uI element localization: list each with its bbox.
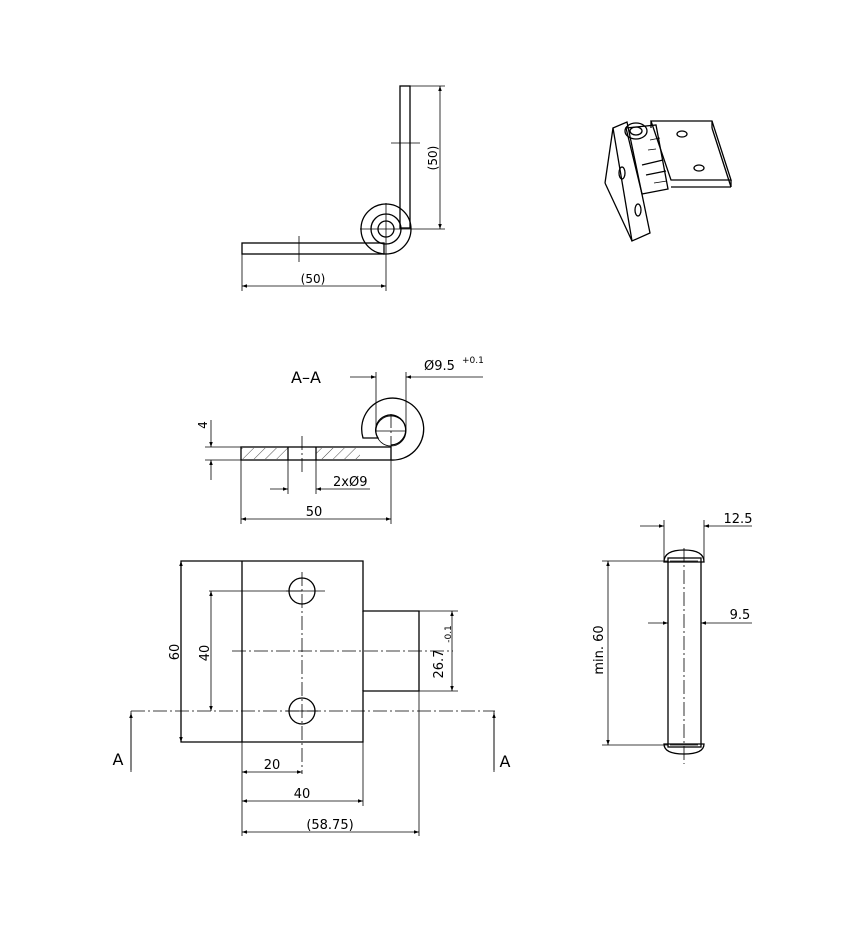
dim-overall: (58.75) [242, 691, 420, 836]
dim-pin-length: min. 60 [592, 560, 668, 746]
dim-bore-label: Ø9.5 [424, 359, 455, 374]
dim-knuckle-tol: -0.1 [444, 625, 454, 643]
dim-leaf-label: 40 [294, 787, 311, 802]
dim-width: 50 [240, 460, 392, 524]
plan-view: A A 60 40 26.7 -0.1 20 [113, 560, 511, 836]
section-title: A–A [291, 368, 321, 387]
dim-holes-label: 2xØ9 [333, 475, 367, 490]
dim-horizontal: (50) [241, 254, 387, 291]
dim-hole-offset: 20 [241, 742, 302, 836]
top-view: (50) (50) [241, 85, 445, 291]
cut-label-right: A [500, 752, 511, 771]
section-knuckle [361, 397, 425, 461]
dim-overall-label: (58.75) [306, 818, 353, 833]
dim-pin-shaft: 9.5 [648, 608, 752, 625]
section-a-a: A–A 4 Ø9.5 +0.1 [196, 356, 484, 524]
dim-horizontal-label: (50) [301, 272, 326, 286]
dim-knuckle-label: 26.7 [432, 650, 447, 679]
dim-hole-spacing: 40 [198, 590, 302, 711]
dim-hole-offset-label: 20 [264, 758, 281, 773]
dim-bore-tol: +0.1 [462, 356, 484, 366]
dim-height-label: 60 [168, 644, 183, 661]
dim-width-label: 50 [306, 505, 323, 520]
dim-pin-shaft-label: 9.5 [730, 608, 751, 623]
vertical-leaf [399, 85, 411, 229]
dim-pin-head: 12.5 [640, 512, 752, 562]
cut-line-a-a: A A [113, 710, 511, 772]
knuckle [360, 203, 412, 255]
dim-hole-spacing-label: 40 [198, 645, 213, 662]
isometric-view [604, 120, 732, 242]
pin-shaft [667, 557, 702, 748]
cut-label-left: A [113, 750, 124, 769]
dim-vertical: (50) [410, 85, 445, 230]
dim-leaf: 40 [242, 742, 364, 806]
dim-bore: Ø9.5 +0.1 [350, 356, 484, 431]
pin-view: 12.5 9.5 min. 60 [592, 512, 752, 764]
horizontal-leaf [241, 242, 385, 255]
dim-vertical-label: (50) [426, 146, 440, 171]
dim-holes: 2xØ9 [270, 460, 370, 494]
plan-outline [180, 560, 420, 743]
dim-knuckle: 26.7 -0.1 [419, 610, 458, 692]
dim-height: 60 [168, 561, 183, 742]
dim-thickness-label: 4 [196, 421, 210, 429]
dim-pin-length-label: min. 60 [592, 625, 607, 674]
dim-pin-head-label: 12.5 [724, 512, 753, 527]
dim-thickness: 4 [196, 420, 241, 480]
